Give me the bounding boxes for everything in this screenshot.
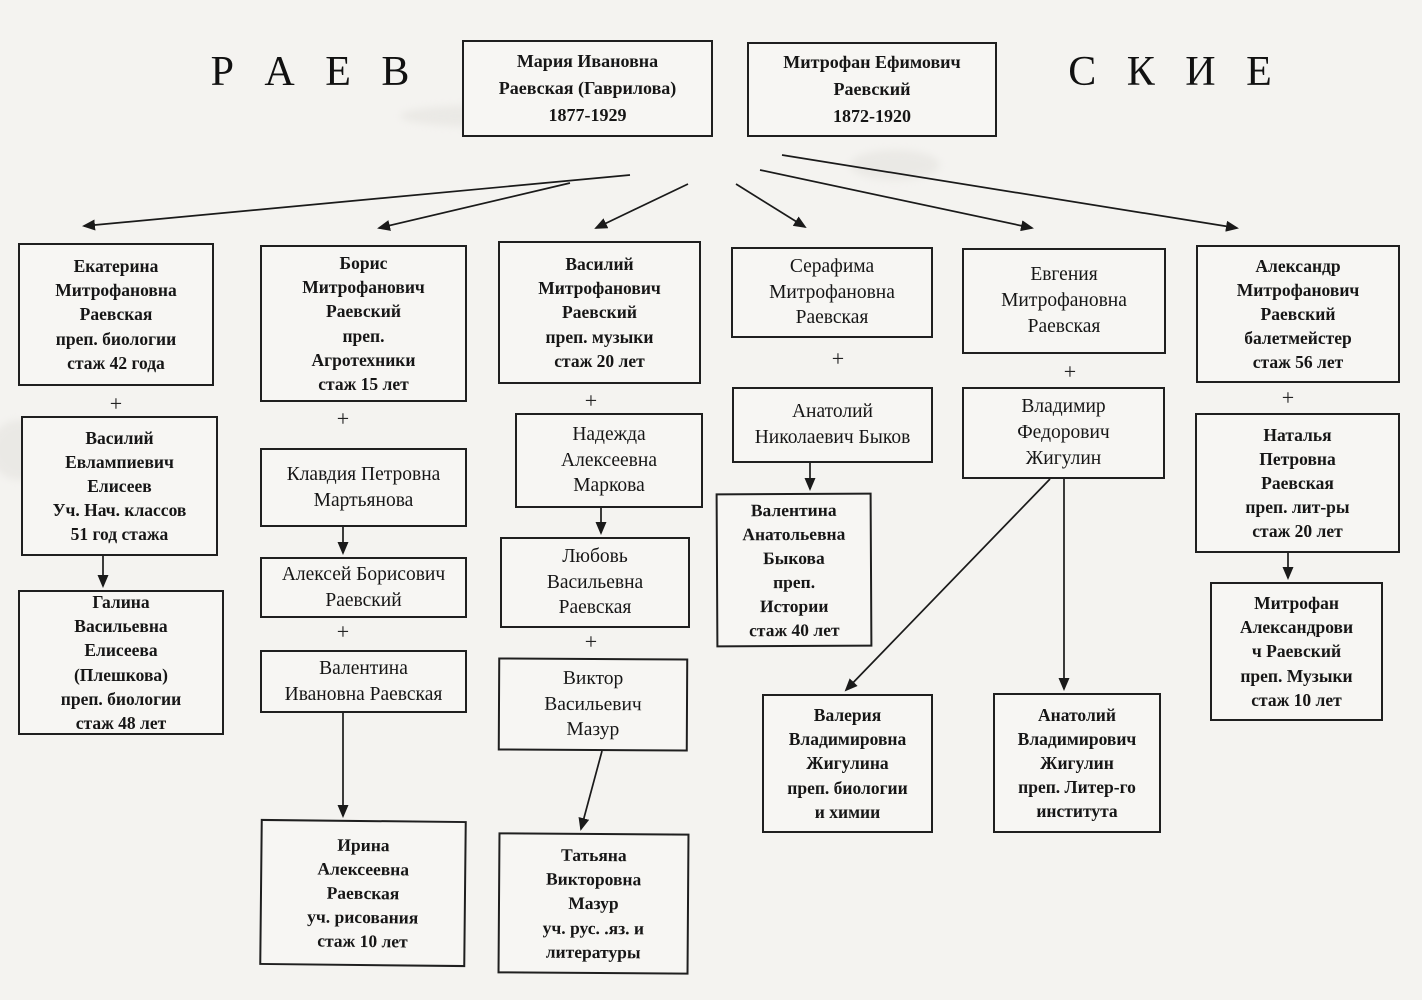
marriage-plus-lyubov: +: [584, 629, 598, 654]
marriage-plus-aleksey: +: [336, 619, 350, 644]
person-box-anatoly-bykov: Анатолий Николаевич Быков: [732, 387, 933, 463]
arrow-parents-to-vasily: [594, 183, 689, 229]
person-box-vladimir-zhigulin: Владимир Федорович Жигулин: [962, 387, 1165, 479]
family-name-title-right: С К И Е: [1068, 49, 1282, 95]
person-box-anatoly-zhigulin: Анатолий Владимирович Жигулин преп. Лите…: [993, 693, 1161, 833]
arrow-parents-to-serafima: [735, 183, 807, 229]
marriage-plus-boris: +: [336, 406, 350, 431]
person-box-valentina-raevskaya: Валентина Ивановна Раевская: [260, 650, 467, 713]
person-box-vasily-eliseev: Василий Евлампиевич Елисеев Уч. Нач. кла…: [21, 416, 218, 556]
scan-artifact: [850, 150, 940, 180]
person-box-valentina-bykova: Валентина Анатольевна Быкова преп. Истор…: [715, 492, 873, 648]
person-box-boris: Борис Митрофанович Раевский преп. Агроте…: [260, 245, 467, 402]
person-box-alexandr: Александр Митрофанович Раевский балетмей…: [1196, 245, 1400, 383]
arrow-parents-to-boris: [377, 182, 571, 231]
person-box-maria-raevskaya: Мария Ивановна Раевская (Гаврилова) 1877…: [462, 40, 713, 137]
person-box-galina-eliseeva: Галина Васильевна Елисеева (Плешкова) пр…: [18, 590, 224, 735]
person-box-mitrofan-raevsky-sr: Митрофан Ефимович Раевский 1872-1920: [747, 42, 997, 137]
person-box-tatyana-mazur: Татьяна Викторовна Мазур уч. рус. .яз. и…: [497, 832, 690, 975]
person-box-vasily-raevsky: Василий Митрофанович Раевский преп. музы…: [498, 241, 701, 384]
arrow-viktor-to-tatyana: [578, 750, 603, 831]
person-box-irina: Ирина Алексеевна Раевская уч. рисования …: [259, 818, 467, 968]
marriage-plus-serafima: +: [831, 346, 845, 371]
person-box-klavdia-martyanova: Клавдия Петровна Мартьянова: [260, 448, 467, 527]
person-box-serafima: Серафима Митрофановна Раевская: [731, 247, 933, 338]
marriage-plus-alexandr: +: [1281, 385, 1295, 410]
person-box-ekaterina: Екатерина Митрофановна Раевская преп. би…: [18, 243, 214, 386]
arrow-zhigulin-to-valeria: [844, 478, 1051, 692]
person-box-evgenia: Евгения Митрофановна Раевская: [962, 248, 1166, 354]
family-name-title-left: Р А Е В: [210, 49, 420, 95]
marriage-plus-evgenia: +: [1063, 359, 1077, 384]
person-box-valeria-zhigulina: Валерия Владимировна Жигулина преп. биол…: [762, 694, 933, 833]
person-box-aleksey-raevsky: Алексей Борисович Раевский: [260, 557, 467, 618]
marriage-plus-ekaterina: +: [109, 391, 123, 416]
person-box-lyubov-raevskaya: Любовь Васильевна Раевская: [500, 537, 690, 628]
person-box-nadezhda-markova: Надежда Алексеевна Маркова: [515, 413, 703, 508]
person-box-mitrofan-jr: Митрофан Александрови ч Раевский преп. М…: [1210, 582, 1383, 721]
arrow-parents-to-ekaterina: [82, 174, 631, 231]
person-box-natalya: Наталья Петровна Раевская преп. лит-ры с…: [1195, 413, 1400, 553]
person-box-viktor-mazur: Виктор Васильевич Мазур: [497, 657, 689, 752]
marriage-plus-vasily: +: [584, 388, 598, 413]
